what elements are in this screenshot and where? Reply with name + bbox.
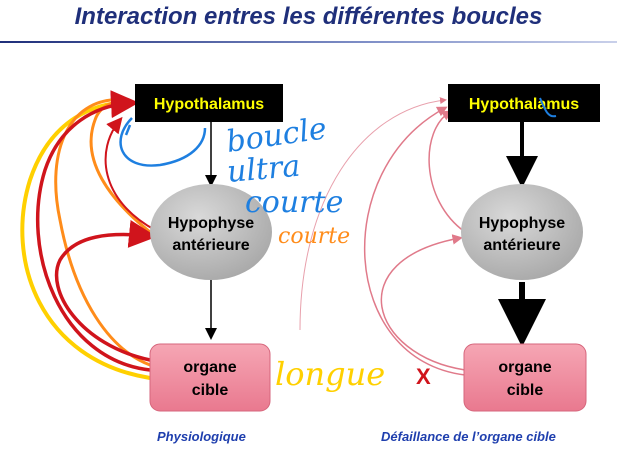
hypothalamus-box: [135, 84, 283, 122]
blue-ink-curl: [539, 97, 557, 118]
right-caption: Défaillance de l’organe cible: [381, 429, 556, 444]
target-organ-box: [149, 343, 271, 412]
pituitary-label-line1: Hypophyse: [168, 215, 254, 232]
title-divider: [0, 41, 617, 43]
slide-title: Interaction entres les différentes boucl…: [74, 3, 543, 30]
target-organ-label-right-line1: organe: [498, 359, 551, 376]
target-organ-label-line2: cible: [192, 382, 229, 399]
faint-loop-4: [428, 110, 466, 233]
left-caption: Physiologique: [157, 429, 246, 444]
pituitary-label-right-line2: antérieure: [483, 237, 560, 254]
handwritten-longue: longue: [275, 355, 385, 393]
short-loop-arrow: [104, 116, 156, 231]
pituitary-ellipse: [150, 184, 272, 280]
target-organ-box-right: [463, 343, 587, 412]
long-loop-arrow: [36, 90, 151, 372]
failure-cross-mark: X: [416, 364, 431, 389]
faint-loop-1: [299, 97, 447, 331]
target-organ-label-line1: organe: [183, 359, 236, 376]
handwritten-courte-blue: courte: [245, 185, 343, 220]
handwritten-ultra: ultra: [226, 149, 302, 190]
left-panel: Hypothalamus Hypophyse antérieure organe…: [20, 84, 283, 412]
target-organ-label-right-line2: cible: [507, 382, 544, 399]
pituitary-label-right-line1: Hypophyse: [479, 215, 565, 232]
right-panel: Hypothalamus Hypophyse antérieure organe…: [299, 84, 600, 412]
faint-loop-2: [363, 106, 466, 376]
faint-loop-3: [380, 234, 466, 371]
organ-to-pituitary-loop: [54, 219, 157, 362]
pituitary-label-line2: antérieure: [172, 237, 249, 254]
orange-ink-loop-long: [54, 98, 151, 367]
blue-ink-check: [124, 124, 132, 136]
yellow-ink-loop: [20, 100, 152, 380]
hypothalamus-box-right: [448, 84, 600, 122]
handwritten-courte-orange: courte: [278, 224, 350, 249]
blue-ink-ultra-short-loop: [119, 117, 207, 167]
hypothalamus-label-right: Hypothalamus: [469, 96, 579, 113]
pituitary-ellipse-right: [461, 184, 583, 280]
hypothalamus-label: Hypothalamus: [154, 96, 264, 113]
